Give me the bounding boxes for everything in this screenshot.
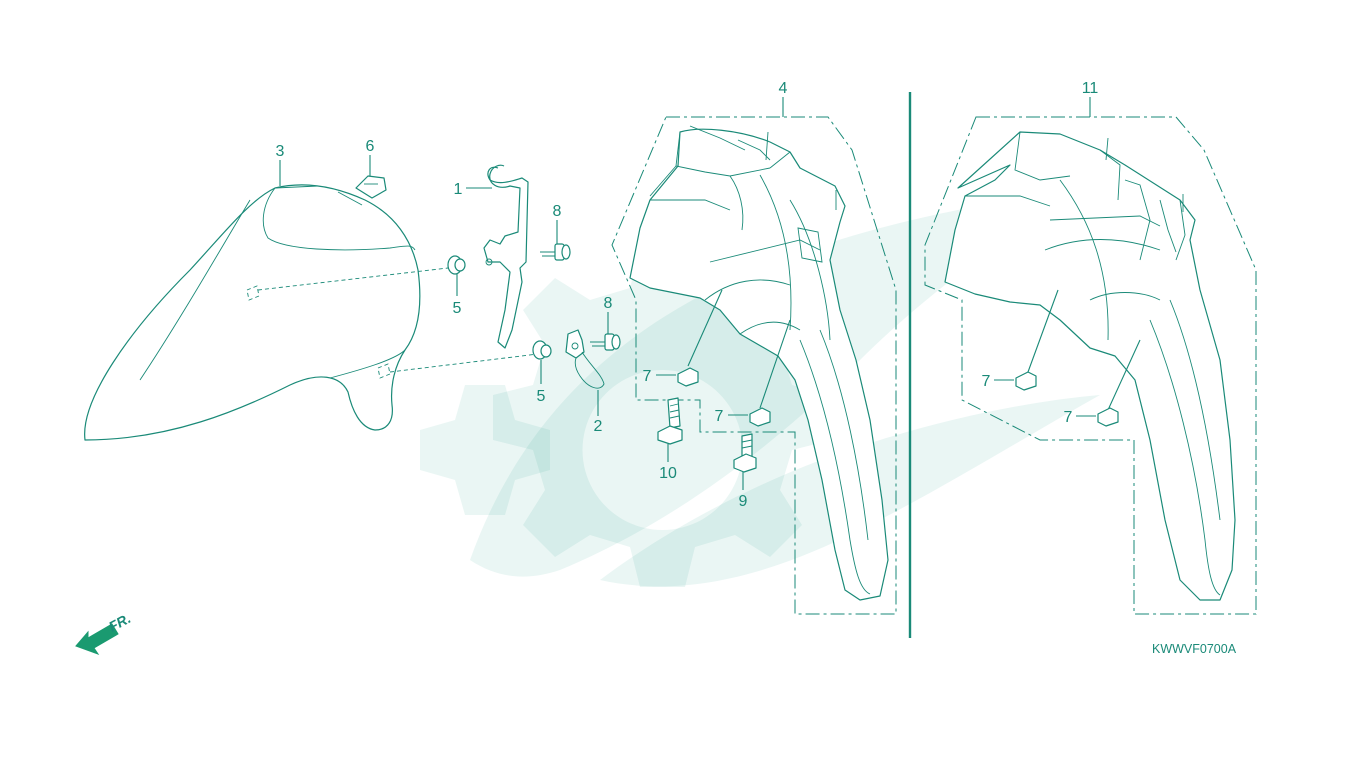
part-bolt-9 [733,433,757,473]
callout-4: 4 [779,80,788,97]
part-inner-fender-assembly [611,116,897,615]
part-hose-clamp [565,329,605,389]
diagram-code: KWWVF0700A [1152,642,1237,656]
callout-10: 10 [659,465,677,482]
callout-7-a: 7 [643,368,652,385]
callout-7-c: 7 [982,373,991,390]
part-grommet-upper [447,255,466,275]
part-grommet-lower [532,340,552,360]
callout-6: 6 [366,138,375,155]
callout-5-lower: 5 [537,388,546,405]
part-screw-lower [590,333,621,351]
part-clip-7b [749,319,791,427]
callout-3: 3 [276,143,285,160]
callout-2: 2 [594,418,603,435]
part-inner-fender-alt [924,116,1257,615]
part-screw-upper [540,243,571,261]
part-hose-guide-bracket [483,164,529,349]
callout-1: 1 [454,181,463,198]
part-clip-nut [355,175,387,199]
callout-5-upper: 5 [453,300,462,317]
part-bolt-10 [657,397,683,445]
front-direction-arrow-icon [75,623,119,655]
part-clip-7c [1015,289,1059,391]
callout-7-b: 7 [715,408,724,425]
callout-7-d: 7 [1064,409,1073,426]
callout-8-lower: 8 [604,295,613,312]
part-clip-7d [1097,339,1141,427]
callout-11: 11 [1082,80,1099,97]
callout-leaders [279,97,1096,490]
part-front-fender [84,184,539,441]
part-clip-7a [677,289,723,387]
callout-8-upper: 8 [553,203,562,220]
callout-9: 9 [739,493,748,510]
